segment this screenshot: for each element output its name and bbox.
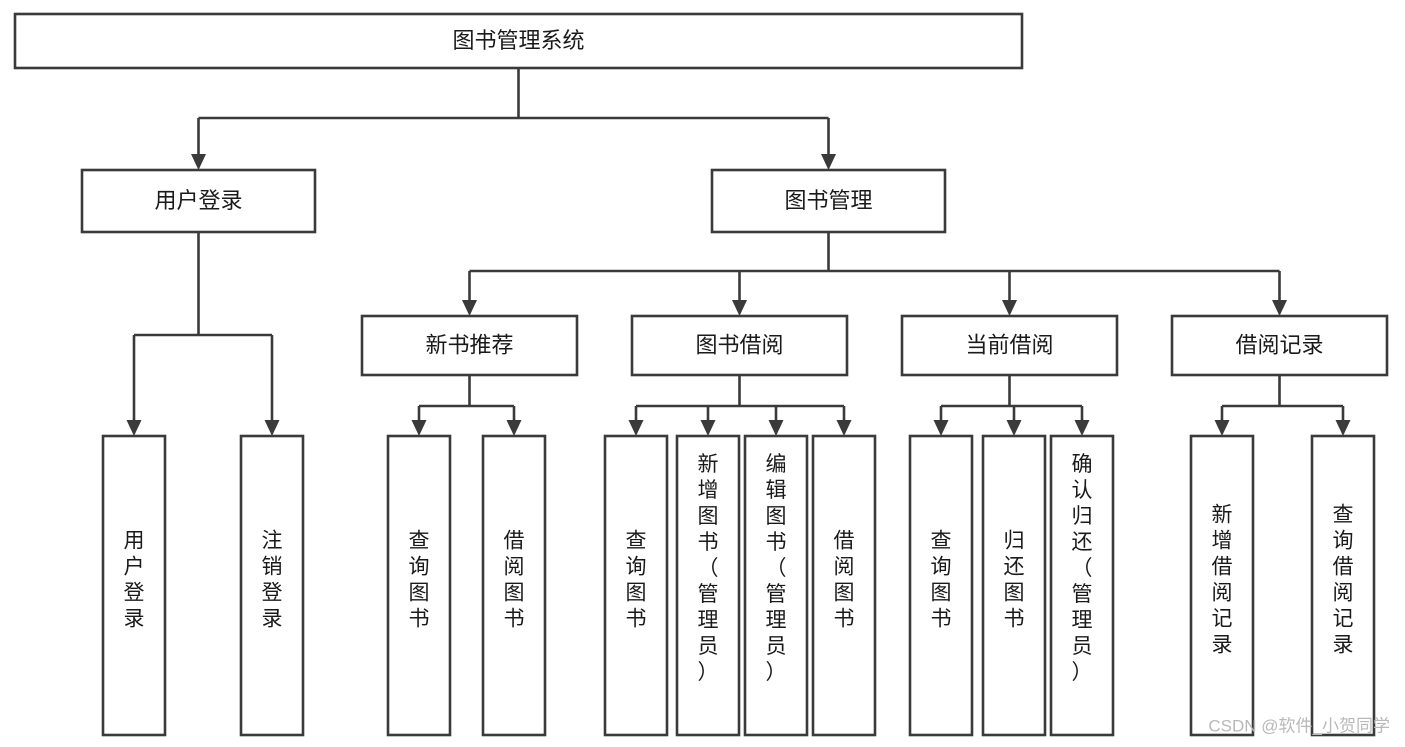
- root-branch-arrow-1-head: [821, 154, 836, 170]
- node-label-leaf-borrow-book-recommend: 借阅图书: [504, 530, 525, 631]
- book-management-branch-arrow-2-head: [1002, 300, 1017, 316]
- node-box-current-borrow[interactable]: [900, 314, 1119, 377]
- node-label-leaf-return-book: 归还图书: [1004, 530, 1025, 631]
- current-borrow-branch-arrow-1-head: [1006, 420, 1022, 436]
- node-root[interactable]: 图书管理系统: [13, 12, 1024, 70]
- book-borrow-branch-arrow-2-head: [768, 420, 784, 436]
- node-box-new-book-recommend[interactable]: [360, 314, 579, 377]
- node-book-management[interactable]: 图书管理: [710, 168, 947, 234]
- node-new-book-recommend[interactable]: 新书推荐: [360, 314, 579, 377]
- node-box-leaf-add-book-admin[interactable]: [675, 434, 741, 737]
- node-label-leaf-confirm-return-admin: 确认归还（管理员）: [1072, 453, 1093, 684]
- node-label-user-login: 用户登录: [154, 188, 242, 213]
- node-leaf-add-borrow-record[interactable]: 新增借阅记录: [1189, 434, 1255, 737]
- node-user-login[interactable]: 用户登录: [80, 168, 317, 234]
- node-box-leaf-logout-login[interactable]: [239, 434, 305, 737]
- node-label-leaf-borrow-book: 借阅图书: [834, 530, 855, 631]
- node-box-leaf-add-borrow-record[interactable]: [1189, 434, 1255, 737]
- node-box-leaf-query-book-recommend[interactable]: [386, 434, 452, 737]
- book-management-branch-arrow-3-head: [1272, 300, 1287, 316]
- book-borrow-branch-arrow-0-head: [628, 420, 644, 436]
- new-book-recommend-branch-arrow-1-head: [506, 420, 522, 436]
- node-box-leaf-query-borrow-record[interactable]: [1310, 434, 1376, 737]
- node-box-user-login[interactable]: [80, 168, 317, 234]
- node-label-book-management: 图书管理: [784, 188, 872, 213]
- node-leaf-return-book[interactable]: 归还图书: [981, 434, 1047, 737]
- current-borrow-branch-arrow-0-head: [933, 420, 949, 436]
- book-management-branch-arrow-0-head: [462, 300, 477, 316]
- node-borrow-record[interactable]: 借阅记录: [1170, 314, 1389, 377]
- csdn-watermark: CSDN @软件_小贺同学: [1208, 716, 1390, 735]
- node-box-leaf-user-login[interactable]: [101, 434, 167, 737]
- node-label-current-borrow: 当前借阅: [965, 332, 1053, 357]
- root-branch-arrow-0-head: [191, 154, 206, 170]
- node-box-root[interactable]: [13, 12, 1024, 70]
- node-box-leaf-query-book-current[interactable]: [908, 434, 974, 737]
- node-leaf-borrow-book-recommend[interactable]: 借阅图书: [481, 434, 547, 737]
- borrow-record-branch-arrow-0-head: [1214, 420, 1230, 436]
- node-box-leaf-borrow-book-recommend[interactable]: [481, 434, 547, 737]
- node-leaf-edit-book-admin[interactable]: 编辑图书（管理员）: [743, 434, 809, 737]
- node-leaf-add-book-admin[interactable]: 新增图书（管理员）: [675, 434, 741, 737]
- node-leaf-query-borrow-record[interactable]: 查询借阅记录: [1310, 434, 1376, 737]
- user-login-branch-arrow-1-head: [264, 420, 280, 436]
- node-leaf-logout-login[interactable]: 注销登录: [239, 434, 305, 737]
- node-label-root: 图书管理系统: [452, 28, 584, 53]
- node-box-book-borrow[interactable]: [630, 314, 849, 377]
- node-box-leaf-borrow-book[interactable]: [811, 434, 877, 737]
- node-label-book-borrow: 图书借阅: [695, 332, 783, 357]
- node-book-borrow[interactable]: 图书借阅: [630, 314, 849, 377]
- connector-layer: [126, 68, 1351, 436]
- book-borrow-branch-arrow-3-head: [836, 420, 852, 436]
- node-label-leaf-query-borrow-record: 查询借阅记录: [1333, 504, 1354, 657]
- node-label-borrow-record: 借阅记录: [1235, 332, 1323, 357]
- current-borrow-branch-arrow-2-head: [1074, 420, 1090, 436]
- node-label-leaf-add-borrow-record: 新增借阅记录: [1212, 504, 1233, 657]
- node-leaf-user-login[interactable]: 用户登录: [101, 434, 167, 737]
- new-book-recommend-branch-arrow-0-head: [411, 420, 427, 436]
- node-leaf-query-book-borrow[interactable]: 查询图书: [603, 434, 669, 737]
- node-label-leaf-query-book-borrow: 查询图书: [626, 530, 647, 631]
- node-leaf-query-book-current[interactable]: 查询图书: [908, 434, 974, 737]
- node-label-leaf-query-book-recommend: 查询图书: [409, 530, 430, 631]
- node-label-new-book-recommend: 新书推荐: [425, 332, 513, 357]
- node-leaf-query-book-recommend[interactable]: 查询图书: [386, 434, 452, 737]
- node-label-leaf-query-book-current: 查询图书: [931, 530, 952, 631]
- node-current-borrow[interactable]: 当前借阅: [900, 314, 1119, 377]
- node-box-leaf-return-book[interactable]: [981, 434, 1047, 737]
- node-label-leaf-user-login: 用户登录: [124, 530, 145, 631]
- borrow-record-branch-arrow-1-head: [1335, 420, 1351, 436]
- node-box-leaf-confirm-return-admin[interactable]: [1049, 434, 1115, 737]
- node-leaf-borrow-book[interactable]: 借阅图书: [811, 434, 877, 737]
- node-layer: 图书管理系统用户登录图书管理新书推荐图书借阅当前借阅借阅记录用户登录注销登录查询…: [13, 12, 1389, 737]
- node-box-borrow-record[interactable]: [1170, 314, 1389, 377]
- book-management-branch-arrow-1-head: [732, 300, 747, 316]
- node-label-leaf-edit-book-admin: 编辑图书（管理员）: [766, 453, 787, 684]
- node-label-leaf-logout-login: 注销登录: [262, 530, 283, 631]
- user-login-branch-arrow-0-head: [126, 420, 142, 436]
- node-leaf-confirm-return-admin[interactable]: 确认归还（管理员）: [1049, 434, 1115, 737]
- node-box-leaf-query-book-borrow[interactable]: [603, 434, 669, 737]
- node-label-leaf-add-book-admin: 新增图书（管理员）: [698, 453, 719, 684]
- node-box-book-management[interactable]: [710, 168, 947, 234]
- book-borrow-branch-arrow-1-head: [700, 420, 716, 436]
- node-box-leaf-edit-book-admin[interactable]: [743, 434, 809, 737]
